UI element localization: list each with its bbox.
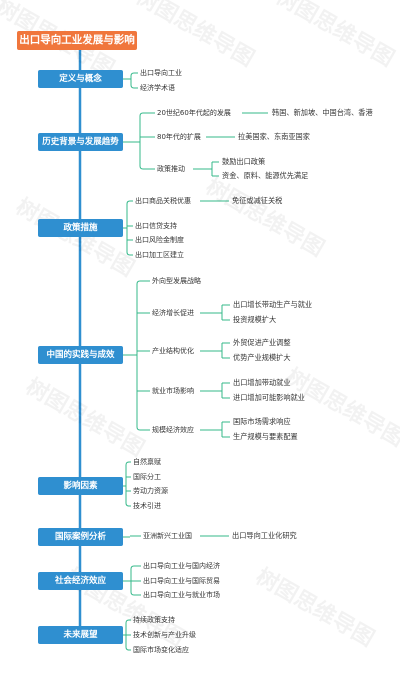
topic-item[interactable]: 经济增长促进 <box>152 309 194 317</box>
root-topic[interactable]: 出口导向工业发展与影响 <box>17 31 137 50</box>
branch-connector <box>139 112 155 117</box>
branch-connector <box>130 72 138 77</box>
branch-connector <box>125 502 131 507</box>
subtopic-item[interactable]: 生产规模与要素配置 <box>233 432 298 441</box>
subtopic-item[interactable]: 优势产业规模扩大 <box>233 353 291 362</box>
subtopic-item[interactable]: 出口导向工业化研究 <box>232 531 297 540</box>
category-outlook[interactable]: 未来展望 <box>38 626 123 644</box>
category-effects[interactable]: 社会经济效应 <box>38 572 123 590</box>
branch-connector <box>125 461 131 466</box>
topic-item[interactable]: 产业结构优化 <box>152 347 194 355</box>
branch-connector <box>125 646 131 651</box>
branch-connector <box>130 84 138 89</box>
subtopic-item[interactable]: 资金、原料、能源优先满足 <box>222 171 309 180</box>
branch-connector <box>125 619 131 624</box>
topic-item[interactable]: 80年代的扩展 <box>157 133 201 141</box>
topic-item[interactable]: 国际分工 <box>133 473 161 481</box>
branch-connector <box>136 280 150 285</box>
subtopic-item[interactable]: 进口增加可能影响就业 <box>233 393 305 402</box>
subtopic-item[interactable]: 免征或减征关税 <box>232 196 283 205</box>
topic-item[interactable]: 规模经济效应 <box>152 426 194 434</box>
subtopic-item[interactable]: 出口增加带动就业 <box>233 378 291 387</box>
branch-connector <box>136 426 150 431</box>
category-factors[interactable]: 影响因素 <box>38 477 123 495</box>
category-policy[interactable]: 政策措施 <box>38 219 123 237</box>
category-china[interactable]: 中国的实践与成效 <box>38 346 123 364</box>
category-definition[interactable]: 定义与概念 <box>38 70 123 88</box>
subtopic-item[interactable]: 出口增长带动生产与就业 <box>233 300 313 309</box>
topic-item[interactable]: 出口导向工业与国内经济 <box>143 562 220 570</box>
topic-item[interactable]: 出口导向工业 <box>140 69 182 77</box>
branch-connector <box>139 165 155 170</box>
topic-item[interactable]: 出口加工区建立 <box>135 251 184 259</box>
topic-item[interactable]: 就业市场影响 <box>152 387 194 395</box>
topic-item[interactable]: 经济学术语 <box>140 84 175 92</box>
topic-item[interactable]: 20世纪60年代起的发展 <box>157 109 231 117</box>
subtopic-item[interactable]: 韩国、新加坡、中国台湾、香港 <box>272 108 373 117</box>
topic-item[interactable]: 技术创新与产业升级 <box>133 631 196 639</box>
branch-connector <box>126 251 133 256</box>
branch-connector <box>130 565 141 570</box>
topic-item[interactable]: 出口风险金制度 <box>135 236 184 244</box>
category-cases[interactable]: 国际案例分析 <box>38 528 123 546</box>
branch-connector <box>130 591 141 596</box>
topic-item[interactable]: 劳动力资源 <box>133 487 168 495</box>
topic-item[interactable]: 亚洲新兴工业国 <box>143 532 192 540</box>
subtopic-item[interactable]: 国际市场需求响应 <box>233 417 291 426</box>
subtopic-item[interactable]: 外贸促进产业调整 <box>233 338 291 347</box>
subtopic-item[interactable]: 拉美国家、东南亚国家 <box>238 132 310 141</box>
topic-item[interactable]: 外向型发展战略 <box>152 277 201 285</box>
topic-item[interactable]: 出口导向工业与就业市场 <box>143 591 220 599</box>
category-history[interactable]: 历史背景与发展趋势 <box>38 133 123 151</box>
topic-item[interactable]: 出口商品关税优惠 <box>135 197 191 205</box>
topic-item[interactable]: 出口导向工业与国际贸易 <box>143 577 220 585</box>
subtopic-item[interactable]: 投资规模扩大 <box>233 315 277 324</box>
topic-item[interactable]: 出口信贷支持 <box>135 222 177 230</box>
subtopic-item[interactable]: 鼓励出口政策 <box>222 157 266 166</box>
topic-item[interactable]: 国际市场变化适应 <box>133 646 189 654</box>
topic-item[interactable]: 技术引进 <box>133 502 161 510</box>
topic-item[interactable]: 政策推动 <box>157 165 185 173</box>
topic-item[interactable]: 持续政策支持 <box>133 616 175 624</box>
topic-item[interactable]: 自然禀赋 <box>133 458 161 466</box>
branch-connector <box>126 200 133 205</box>
